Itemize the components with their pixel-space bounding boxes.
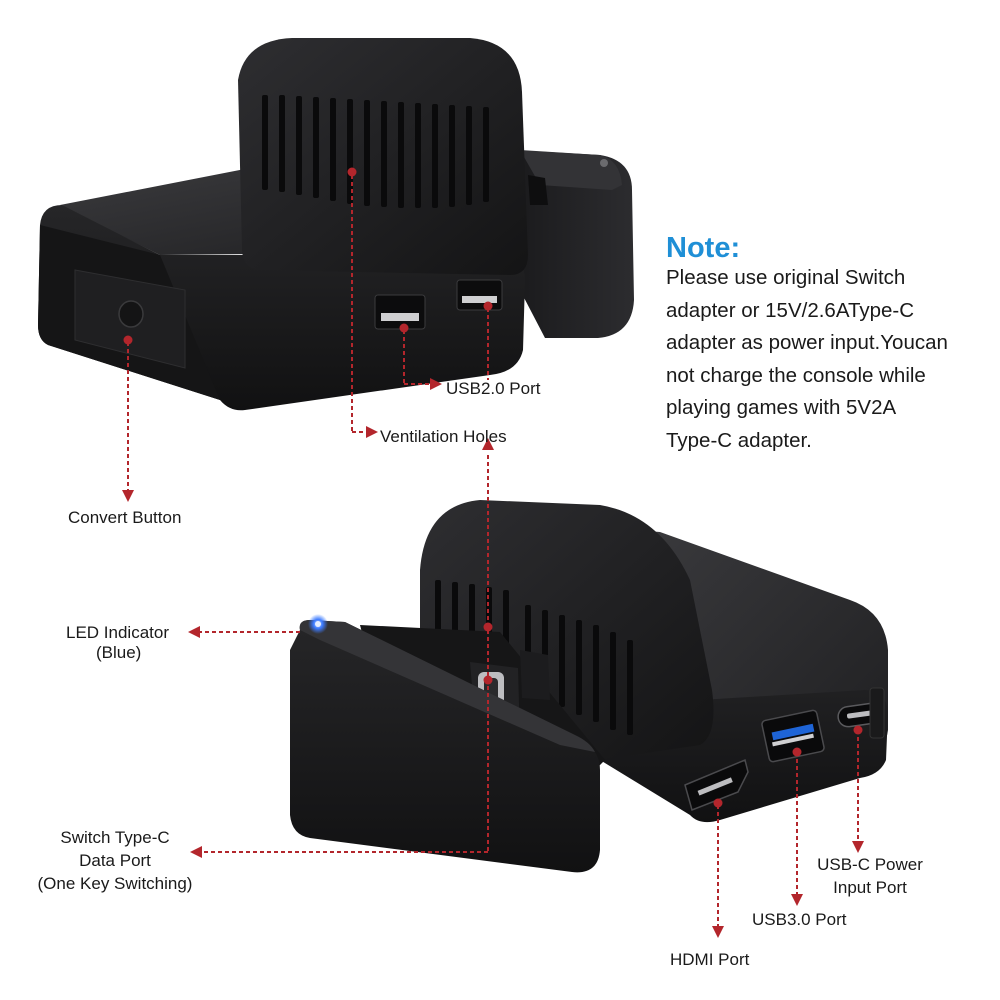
note-body: Please use original Switch adapter or 15… [666,262,996,457]
callout-markers [122,167,864,938]
dock-bottom-view [290,500,888,873]
label-usb2-port: USB2.0 Port [446,379,541,398]
label-led-color: (Blue) [96,643,142,662]
label-usbc-line: USB-C Power [817,855,923,874]
note-line: Please use original Switch [666,266,906,289]
dock-top-view [38,38,634,411]
note-line: adapter as power input.Youcan [666,331,948,354]
label-ventilation-holes: Ventilation Holes [380,427,507,446]
label-led-indicator: LED Indicator [66,623,169,642]
convert-button[interactable] [118,300,144,328]
label-hdmi-port: HDMI Port [670,950,750,969]
note-title: Note: [666,232,741,264]
label-usbc-line: Input Port [833,878,907,897]
note-line: not charge the console while [666,363,926,387]
label-type-c-line: Switch Type-C [60,828,170,847]
label-usbc-power-port: USB-C Power Input Port [805,853,935,899]
label-type-c-line: (One Key Switching) [37,874,193,893]
note-line: adapter or 15V/2.6AType-C [666,298,915,322]
label-convert-button: Convert Button [68,508,182,527]
label-type-c-line: Data Port [79,851,151,870]
note-line: Type-C adapter. [666,428,812,452]
callout-lines [127,175,859,930]
front-lip [290,620,600,873]
note-line: playing games with 5V2A [666,396,897,419]
label-usb3-port: USB3.0 Port [752,910,847,929]
usb3-port [761,709,825,763]
usbc-power-port [837,687,885,739]
label-type-c-data-port: Switch Type-C Data Port (One Key Switchi… [20,826,210,895]
